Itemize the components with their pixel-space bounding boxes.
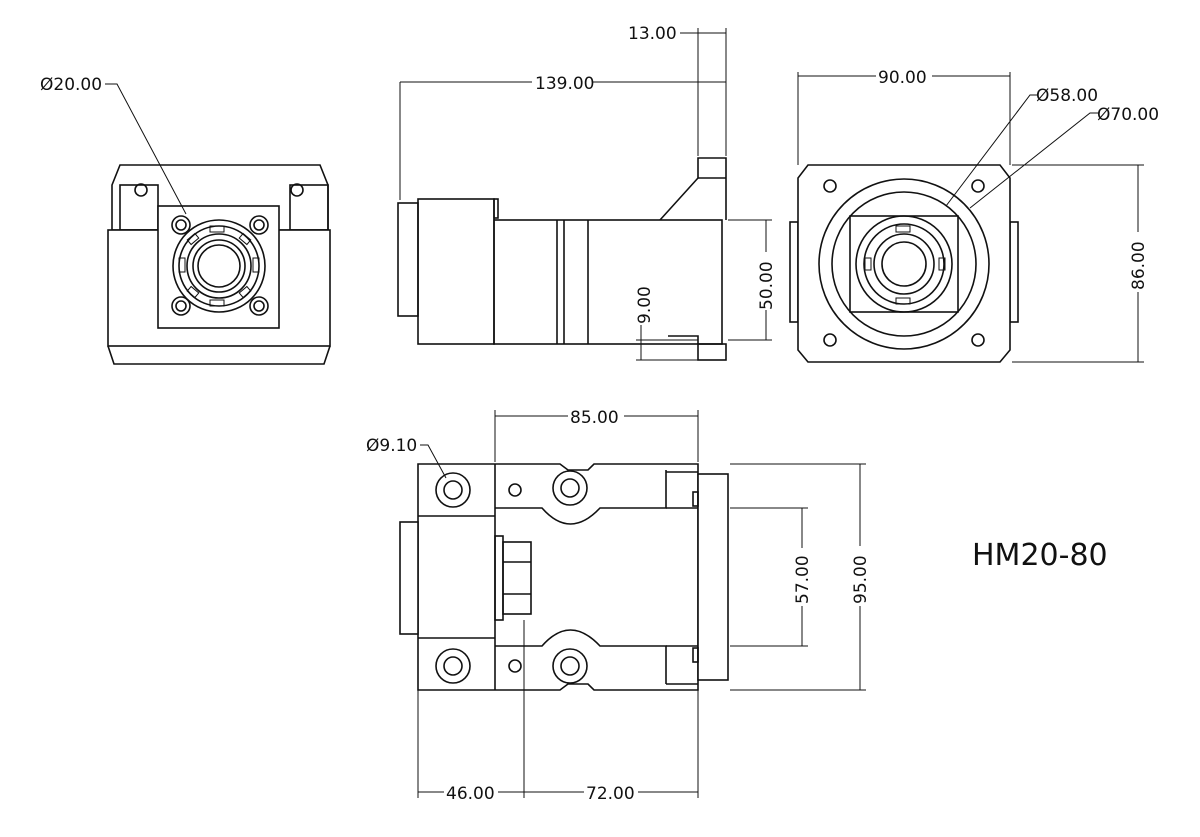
side-height-label: 50.00 [757,261,777,310]
front-view: Ø20.00 [40,75,331,365]
side-view: 139.00 13.00 50.00 9.00 [397,24,777,361]
rear-view: 90.00 86.00 Ø58.00 Ø70.00 [789,68,1159,363]
top-width-label: 85.00 [570,408,619,428]
top-inner-label: 57.00 [793,555,813,604]
rear-height-label: 86.00 [1129,241,1149,290]
rear-inner-dia-label: Ø58.00 [1036,86,1098,106]
side-length-label: 139.00 [535,74,594,94]
rear-width-label: 90.00 [878,68,927,88]
side-offset-label: 9.00 [635,286,655,324]
top-right-label: 72.00 [586,784,635,804]
top-left-label: 46.00 [446,784,495,804]
rear-outer-dia-label: Ø70.00 [1097,105,1159,125]
top-view: 85.00 Ø9.10 95.00 57.00 46.00 72.00 [366,408,871,804]
side-flange-thickness-label: 13.00 [628,24,677,44]
model-label: HM20-80 [972,538,1108,573]
top-height-label: 95.00 [851,555,871,604]
top-hole-dia-label: Ø9.10 [366,436,417,456]
front-shaft-dia-label: Ø20.00 [40,75,102,95]
